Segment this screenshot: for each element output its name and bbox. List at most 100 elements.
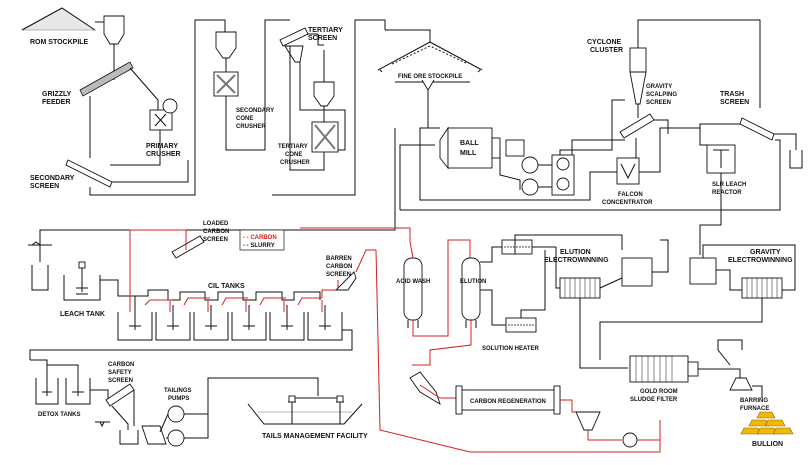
elution-tank [621,257,653,287]
cyclone-cluster [629,47,647,105]
barring-label-2: FURNACE [740,406,769,412]
detox-tanks [35,372,91,405]
cil-tank-6 [307,305,343,341]
goldroom-label-1: GOLD ROOM [640,389,678,395]
mill-label: MILL [460,150,477,157]
gravity-scalping-label-1: GRAVITY [646,84,672,90]
secondary-screen [65,159,113,188]
concentrator-label: CONCENTRATOR [602,200,653,206]
loaded-carbon-screen [171,235,205,259]
elution-column [461,257,481,328]
ball-mill [439,126,525,170]
legend-slurry: - - SLURRY [243,243,275,249]
gold-room-sludge-filter [629,355,699,383]
fine-ore-label: FINE ORE STOCKPILE [398,74,462,80]
gravity-electrowinning-cell [741,277,783,299]
barren-label-1: BARREN [326,256,352,262]
cil-tank-4 [231,305,267,341]
falcon-concentrator [616,157,640,185]
tertiary-screen [279,27,309,47]
cil-tank-5 [269,305,305,341]
carbon-safety-label-1: CARBON [108,362,134,368]
primary-crusher [149,98,178,131]
secondary-cone-label-1: SECONDARY [236,108,274,114]
loaded-label-3: SCREEN [203,237,228,243]
slr-leach-reactor [706,144,736,174]
rom-stockpile-label: ROM STOCKPILE [30,39,89,46]
cil-tank-3 [193,305,229,341]
tertiary-cone-label-1: TERTIARY [278,144,308,150]
legend-carbon: - - CARBON [243,235,277,241]
detox-label: DETOX TANKS [38,412,80,418]
line-legend: - - CARBON - - SLURRY [239,229,285,251]
cluster-label: CLUSTER [590,47,623,54]
barren-carbon-screen [334,271,357,291]
gravity-scalping-screen [619,113,655,139]
secondary-cone-label-3: CRUSHER [236,124,266,130]
barren-label-3: SCREEN [326,272,351,278]
rom-stockpile [21,7,96,31]
elution-electrowinning-cell [559,277,601,299]
carbon-safety-label-2: SAFETY [108,370,132,376]
gravity-ew-label-2: ELECTROWINNING [728,257,793,264]
ball-label: BALL [460,140,479,147]
tails-facility-label: TAILS MANAGEMENT FACILITY [262,433,368,440]
secondary-label: SECONDARY [30,175,75,182]
cil-tank-1 [117,305,153,341]
secondary-cone-crusher [213,71,239,97]
acid-wash-label: ACID WASH [396,279,430,285]
cyclone-label: CYCLONE [587,39,622,46]
feeder-label: FEEDER [42,99,70,106]
regen-quench-tank [575,411,601,431]
secondary-bin [215,31,237,59]
carbon-safety-label-3: SCREEN [108,378,133,384]
carbon-safety-screen [105,383,135,407]
tertiary-cone-crusher [311,121,339,153]
trash-screen [739,117,775,141]
bullion-bars [740,411,794,435]
tertiary-bin [313,81,335,107]
tailings-hopper [141,425,167,445]
secondary-cone-label-2: CONE [236,116,253,122]
leach-tank [63,261,101,301]
barring-furnace [729,377,753,391]
slr-label-1: SLR LEACH [712,182,746,188]
tailings-pump-1 [167,405,185,423]
falcon-label: FALCON [618,192,643,198]
primary-crusher-label: CRUSHER [146,151,181,158]
solution-heater-label: SOLUTION HEATER [482,346,540,352]
elution-label: ELUTION [460,279,486,285]
tailings-label-1: TAILINGS [164,388,192,394]
leach-tank-label: LEACH TANK [60,311,105,318]
barren-label-2: CARBON [326,264,352,270]
trash-screen-label: SCREEN [720,99,749,106]
loaded-label-1: LOADED [203,221,229,227]
cil-tank-2 [155,305,191,341]
gravity-scalping-label-3: SCREEN [646,100,671,106]
tertiary-screen-label: SCREEN [308,35,337,42]
grizzly-label: GRIZZLY [42,91,72,98]
acid-wash-column [403,257,423,328]
secondary-screen-label: SCREEN [30,183,59,190]
carbon-transfer-pump [622,432,638,448]
fine-ore-stockpile [377,29,483,73]
mill-pump-1 [521,156,539,174]
grizzly-feeder [79,61,134,97]
primary-label: PRIMARY [146,143,178,150]
tertiary-cone-label-2: CONE [285,152,302,158]
gravity-ew-tank [689,257,717,285]
cil-tank-train [117,305,343,341]
tails-management-facility [247,395,363,425]
tertiary-label: TERTIARY [308,27,343,34]
trash-label: TRASH [720,91,744,98]
barring-label-1: BARRING [740,398,768,404]
gravity-scalping-label-2: SCALPING [646,92,677,98]
goldroom-label-2: SLUDGE FILTER [630,397,678,403]
mill-pump-2 [521,178,539,196]
slr-label-2: REACTOR [712,190,742,196]
loaded-label-2: CARBON [203,229,229,235]
bullion-label: BULLION [752,441,783,448]
carbon-regen-label: CARBON REGENERATION [470,399,546,405]
